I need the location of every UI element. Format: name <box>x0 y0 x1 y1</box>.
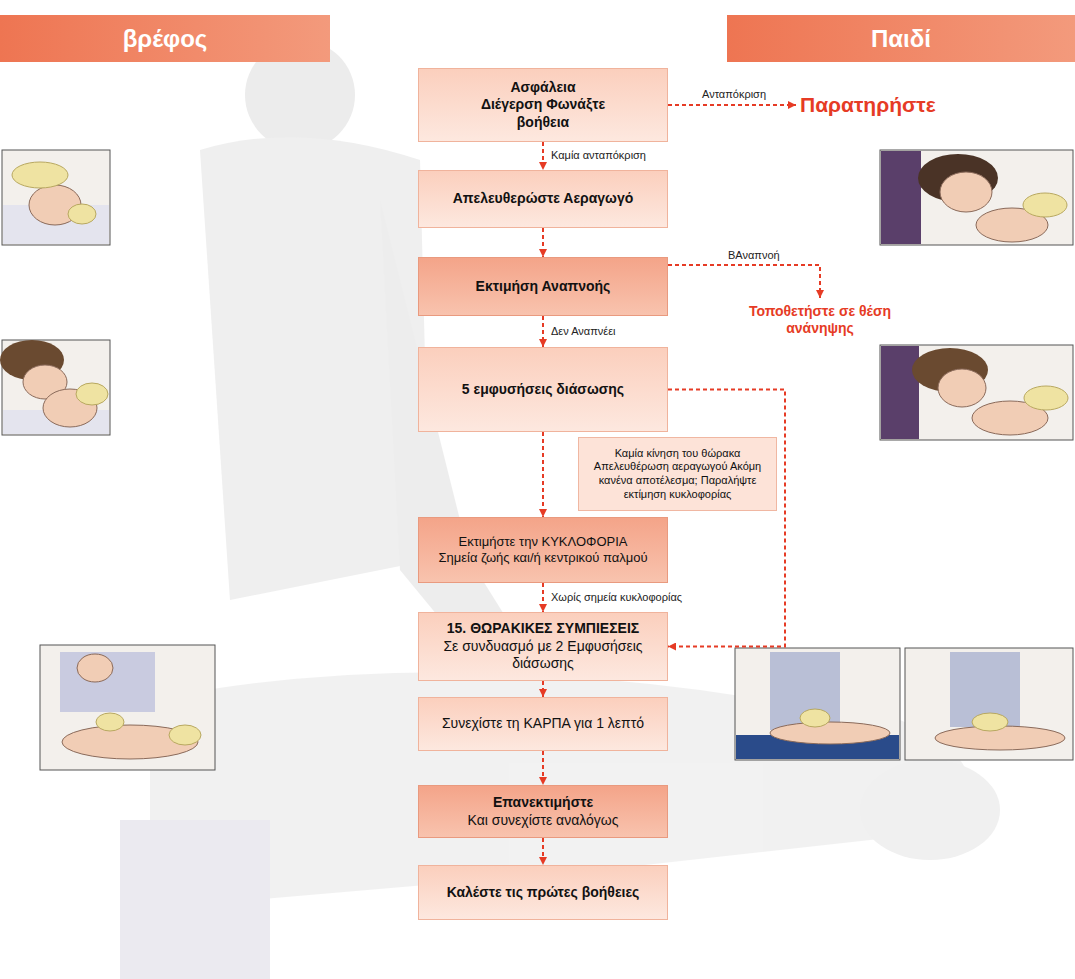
node-text: Επανεκτιμήστε <box>493 794 593 812</box>
gloved-hand <box>12 162 68 188</box>
node-text: Εκτιμήστε την ΚΥΚΛΟΦΟΡΙΑ <box>459 534 628 550</box>
shirt <box>881 151 921 244</box>
process-box: 5 εμφυσήσεις διάσωσης <box>418 347 668 432</box>
photo-frame <box>40 645 215 770</box>
header-band: Παιδί <box>727 15 1075 62</box>
photo-frame <box>880 150 1073 245</box>
dashed-connector <box>542 838 544 865</box>
edge-label: Ανταπόκριση <box>700 88 768 101</box>
shirt <box>881 346 919 439</box>
node-text: Τοποθετήστε σε θέση ανάνηψης <box>730 303 910 338</box>
dashed-connector <box>542 751 544 785</box>
photo-child-breaths <box>880 345 1073 440</box>
dashed-connector <box>542 316 544 347</box>
rescuer-face <box>77 654 113 682</box>
outcome-text: Τοποθετήστε σε θέση ανάνηψης <box>730 300 910 340</box>
header-band: βρέφος <box>0 15 330 62</box>
background-figure <box>120 40 1000 979</box>
assessment-box: ΕπανεκτιμήστεΚαι συνεχίστε αναλόγως <box>418 785 668 838</box>
gloved-hand <box>96 713 124 731</box>
process-box: Συνεχίστε τη ΚΑΡΠΑ για 1 λεπτό <box>418 697 668 751</box>
node-text: Συνεχίστε τη ΚΑΡΠΑ για 1 λεπτό <box>442 715 644 733</box>
process-box: 15. ΘΩΡΑΚΙΚΕΣ ΣΥΜΠΙΕΣΕΙΣΣε συνδυασμό με … <box>418 612 668 681</box>
rescuer-face <box>938 369 986 407</box>
photo-infant-airway <box>2 150 110 245</box>
node-text: 5 εμφυσήσεις διάσωσης <box>462 381 624 399</box>
assessment-box: Εκτιμήση Αναπνοής <box>418 257 668 316</box>
edge-label: Χωρίς σημεία κυκλοφορίας <box>549 591 684 604</box>
photo-infant-compressions <box>40 645 215 770</box>
gloved-hand <box>1024 386 1068 410</box>
dashed-connector <box>542 228 544 257</box>
patient-head <box>860 760 1000 860</box>
photo-infant-breaths <box>0 340 110 435</box>
note-text: Καμία κίνηση του θώρακα Απελευθέρωση αερ… <box>590 447 765 502</box>
photo-child-compressions <box>735 648 1073 760</box>
edge-label: Καμία ανταπόκριση <box>549 149 648 162</box>
dashed-connector <box>668 104 796 106</box>
shirt <box>60 652 155 712</box>
photo-child-airway <box>880 150 1073 245</box>
gloved-hand <box>972 713 1008 731</box>
outcome-text: Παρατηρήστε <box>800 91 1030 120</box>
node-text: Παρατηρήστε <box>800 92 936 118</box>
gloved-hand <box>76 383 108 405</box>
node-text: Απελευθερώστε Αεραγωγό <box>453 190 634 208</box>
node-text: 15. ΘΩΡΑΚΙΚΕΣ ΣΥΜΠΙΕΣΕΙΣ <box>447 620 639 638</box>
node-text: Σε συνδυασμό με 2 Εμφυσήσεις διάσωσης <box>438 638 648 673</box>
gloved-hand <box>169 725 201 745</box>
photo-frame <box>735 648 900 760</box>
edge-label: Δεν Αναπνέει <box>549 325 618 338</box>
edge-label: ΒΑναπνοή <box>726 249 782 262</box>
shirt <box>770 652 840 730</box>
header-text: Παιδί <box>871 24 931 54</box>
node-text: Καλέστε τις πρώτες βοήθειες <box>447 884 640 902</box>
dashed-connector <box>668 390 785 647</box>
header-text: βρέφος <box>123 24 208 54</box>
node-text: Και συνεχίστε αναλόγως <box>468 812 619 830</box>
gloved-hand <box>1023 193 1067 217</box>
child-body <box>770 722 890 744</box>
gloved-hand <box>800 709 830 727</box>
dashed-connector <box>542 432 544 517</box>
process-box: Καλέστε τις πρώτες βοήθειες <box>418 865 668 920</box>
assessment-box: Εκτιμήστε την ΚΥΚΛΟΦΟΡΙΑΣημεία ζωής και/… <box>418 517 668 583</box>
dashed-connector <box>542 142 544 170</box>
node-text: Σημεία ζωής και/ή κεντρικού παλμού <box>438 550 647 566</box>
dashed-connector <box>668 265 820 298</box>
rescuer-face <box>940 172 992 212</box>
photo-frame <box>2 150 110 245</box>
rescuer-legs <box>120 820 270 979</box>
process-box: Απελευθερώστε Αεραγωγό <box>418 170 668 228</box>
photo-frame <box>905 648 1073 760</box>
dashed-connector <box>542 681 544 697</box>
node-text: Εκτιμήση Αναπνοής <box>476 278 611 296</box>
photo-frame <box>880 345 1073 440</box>
dashed-connector <box>542 583 544 612</box>
node-text: Ασφάλεια Διέγερση Φωνάξτε βοήθεια <box>481 79 606 132</box>
process-box: Ασφάλεια Διέγερση Φωνάξτε βοήθεια <box>418 68 668 142</box>
gloved-hand <box>68 204 96 224</box>
note-box: Καμία κίνηση του θώρακα Απελευθέρωση αερ… <box>578 437 777 511</box>
